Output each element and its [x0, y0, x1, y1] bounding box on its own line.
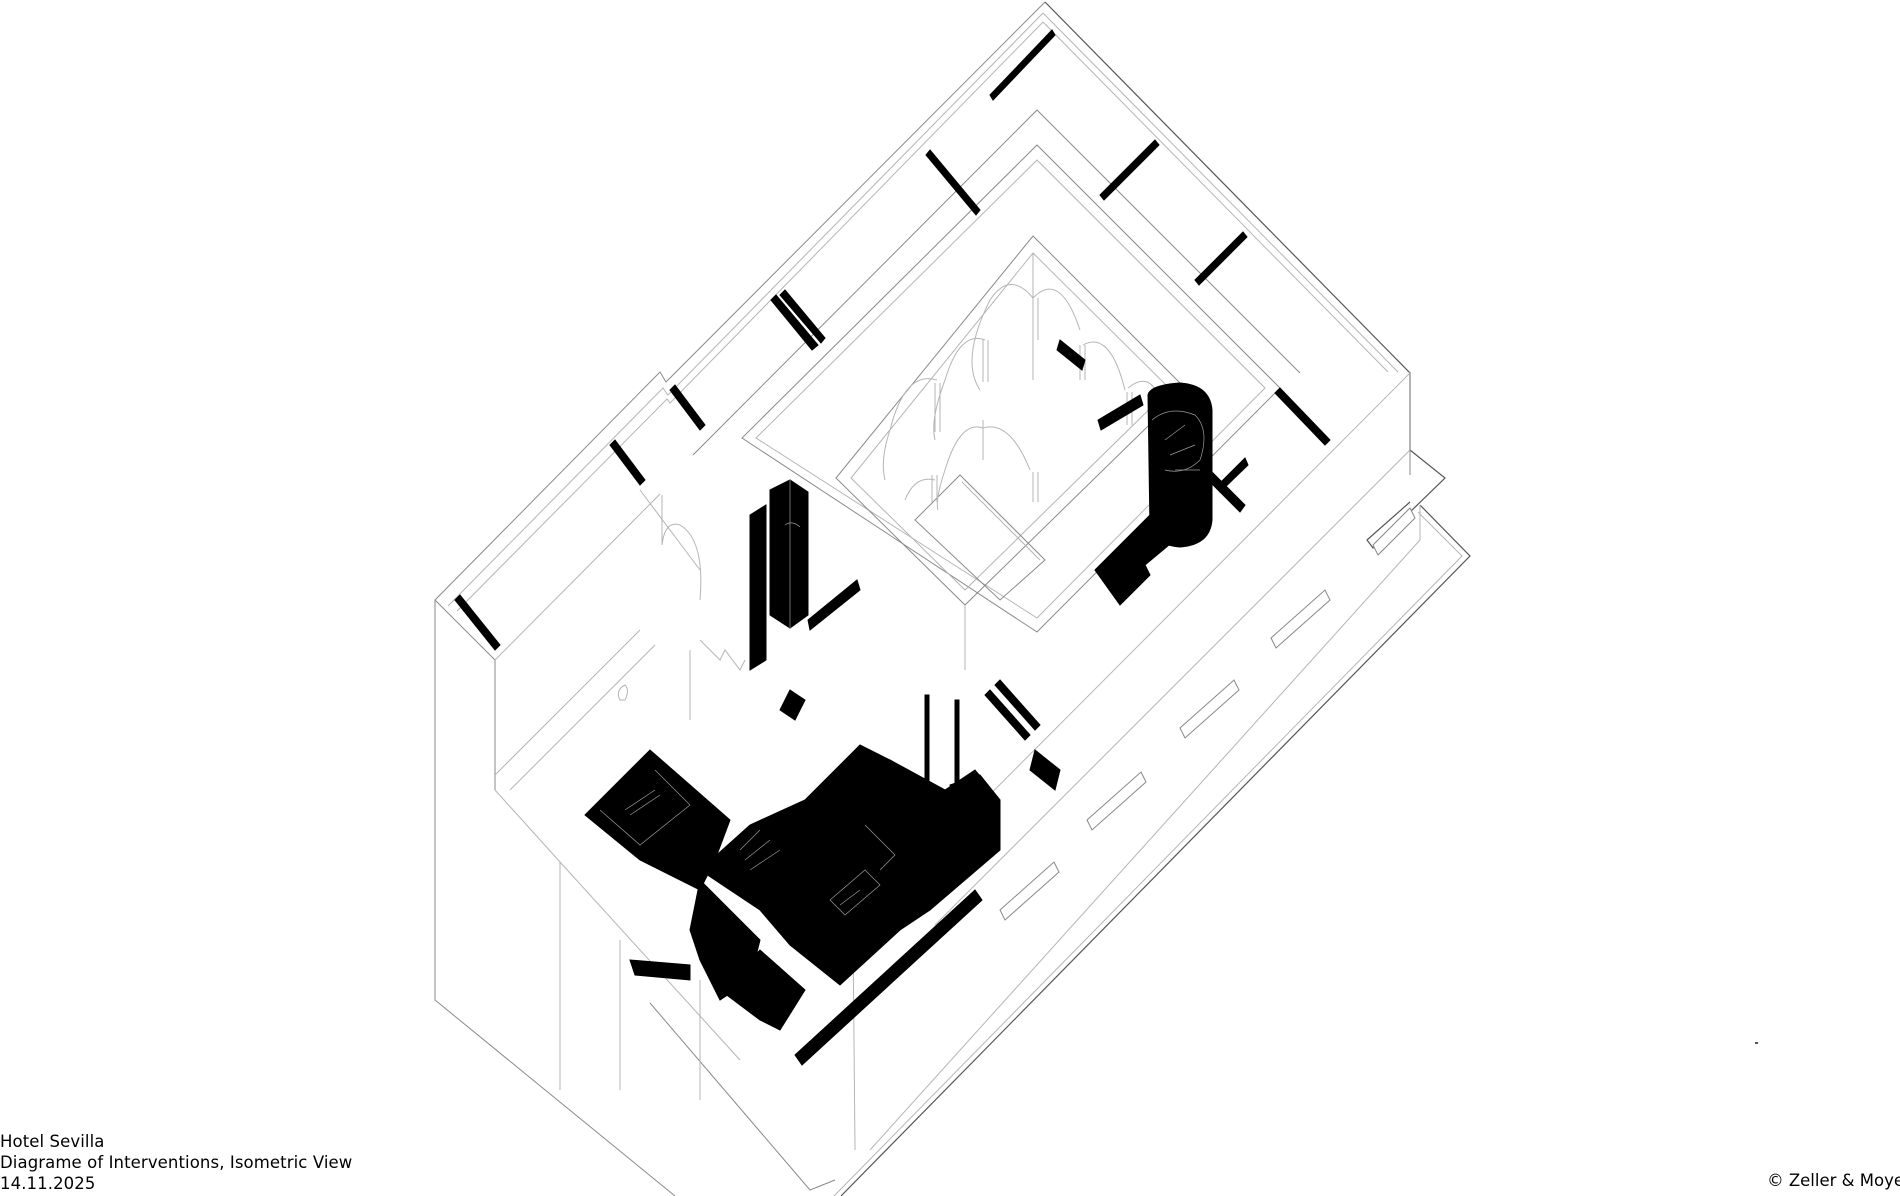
project-title: Hotel Sevilla [0, 1132, 105, 1151]
drawing-subtitle: Diagrame of Interventions, Isometric Vie… [0, 1153, 353, 1172]
spiral-stair-tower [1094, 382, 1249, 606]
drawing-date: 14.11.2025 [0, 1174, 96, 1193]
minor-stairs [617, 639, 746, 720]
caption-block: Hotel Sevilla Diagrame of Interventions,… [0, 1131, 352, 1194]
stair-shafts [749, 479, 861, 671]
street-benches [999, 507, 1416, 921]
stray-mark [1755, 1042, 1758, 1044]
wall-slots [454, 29, 1331, 791]
vaulted-arcade [882, 284, 1161, 511]
building-outline [434, 1, 1471, 1196]
copyright-credit: © Zeller & Moye [1767, 1171, 1900, 1190]
ground-floor-interventions [584, 694, 1001, 1066]
